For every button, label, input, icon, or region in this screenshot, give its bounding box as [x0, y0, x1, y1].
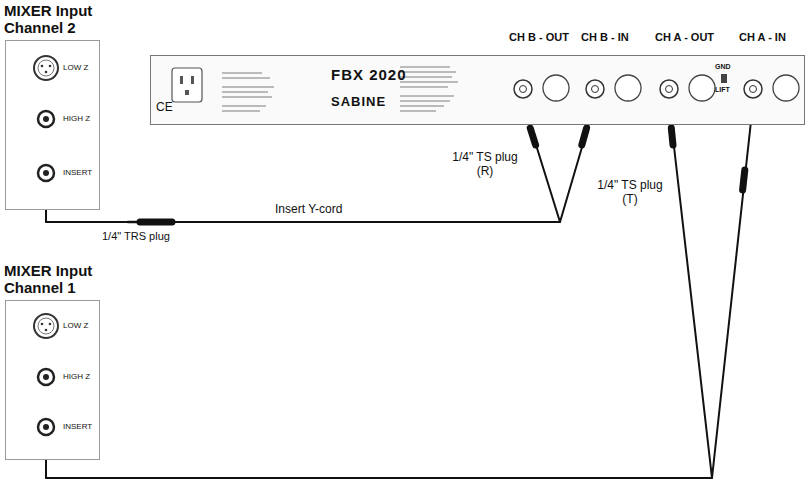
quarter-inch-jack: HIGH Z — [32, 363, 98, 391]
quarter-inch-jack: INSERT — [32, 413, 98, 441]
annotation-label: Insert Y-cord — [275, 202, 342, 216]
brand-text: FBX 2020 — [331, 66, 407, 83]
jack-symbol — [32, 159, 62, 187]
power-pin — [180, 76, 183, 84]
power-pin — [191, 76, 194, 84]
power-pin — [185, 90, 189, 95]
jack-symbol — [32, 53, 62, 83]
mixer-channel-panel: MIXER Input Channel 1LOW ZHIGH ZINSERT — [5, 300, 100, 460]
quarter-inch-jack: INSERT — [32, 159, 98, 187]
device-jack: CH B - OUT — [509, 31, 575, 103]
device-jack: CH A - IN — [739, 31, 799, 103]
xlr-socket — [543, 75, 799, 101]
annotation-label: 1/4" TS plug (T) — [590, 178, 670, 206]
cable — [46, 103, 712, 478]
annotation-label: CE — [156, 100, 173, 114]
xlr-input-jack: LOW Z — [32, 311, 98, 341]
jack-label: INSERT — [63, 422, 92, 432]
device-jack: CH B - IN — [581, 31, 647, 103]
jack-heading: CH A - IN — [739, 31, 786, 44]
jack-label: LOW Z — [63, 321, 88, 331]
lift-switch — [721, 74, 727, 83]
fbx-rear-panel: FBX 2020SABINECH B - OUTCH B - INCH A - … — [150, 55, 805, 125]
annotation-label: 1/4" TRS plug — [102, 230, 170, 243]
channel-heading: MIXER Input Channel 2 — [4, 2, 108, 36]
quarter-inch-jack: HIGH Z — [32, 105, 98, 133]
small-print — [222, 66, 458, 112]
annotation-label: 1/4" TS plug (R) — [445, 150, 525, 178]
cable — [46, 103, 753, 478]
jack-symbol — [32, 413, 62, 441]
annotation-label: LIFT — [715, 86, 730, 94]
jack-label: HIGH Z — [63, 114, 90, 124]
brand-text: SABINE — [331, 94, 386, 109]
jack-symbol — [32, 105, 62, 133]
xlr-input-jack: LOW Z — [32, 53, 98, 83]
jack-label: LOW Z — [63, 63, 88, 73]
jack-heading: CH B - OUT — [509, 31, 569, 44]
plug-bodies — [128, 128, 745, 222]
jack-heading: CH B - IN — [581, 31, 629, 44]
panel-ground — [150, 55, 805, 125]
jack-heading: CH A - OUT — [655, 31, 714, 44]
channel-heading: MIXER Input Channel 1 — [4, 262, 108, 296]
jack-label: HIGH Z — [63, 372, 90, 382]
jack-symbol — [32, 363, 62, 391]
jack-label: INSERT — [63, 168, 92, 178]
mixer-channel-panel: MIXER Input Channel 2LOW ZHIGH ZINSERT — [5, 40, 100, 210]
annotation-label: GND — [715, 63, 731, 71]
power-inlet — [172, 68, 202, 102]
device-jack: CH A - OUT — [655, 31, 721, 103]
jack-symbol — [32, 311, 62, 341]
